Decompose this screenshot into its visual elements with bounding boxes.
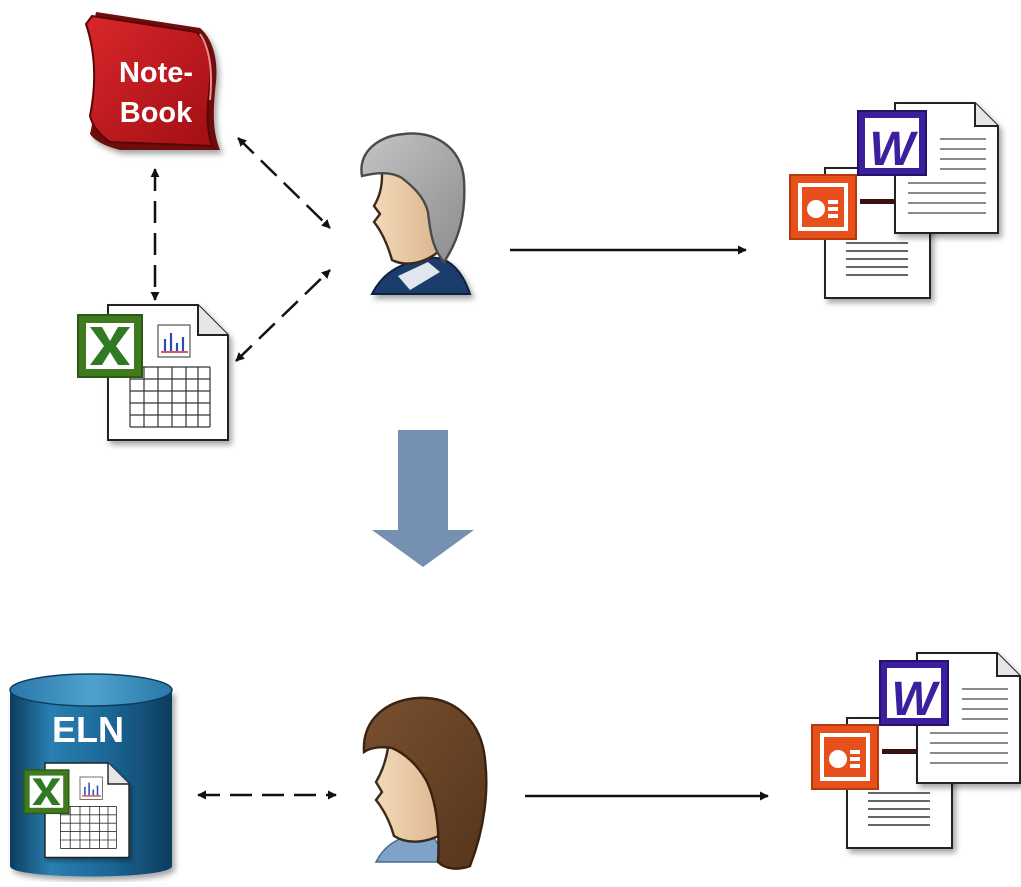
word-icon-letter-bottom: W: [891, 673, 940, 726]
word-icon-letter: W: [869, 123, 918, 176]
transition-down-arrow: [372, 430, 474, 567]
notebook-icon: Note- Book: [84, 12, 220, 150]
male-user-icon: [360, 132, 472, 295]
eln-database-icon: ELN: [9, 673, 173, 877]
spreadsheet-user-arrow: [235, 269, 331, 362]
notebook-user-arrow: [237, 137, 331, 229]
notebook-label-line1: Note-: [119, 57, 193, 89]
office-documents-icon: W: [790, 103, 998, 298]
office-documents-icon-bottom: W: [812, 653, 1020, 848]
eln-label: ELN: [52, 709, 124, 750]
notebook-label-line2: Book: [120, 97, 193, 129]
female-user-icon: [362, 696, 488, 870]
spreadsheet-icon: [78, 305, 228, 440]
